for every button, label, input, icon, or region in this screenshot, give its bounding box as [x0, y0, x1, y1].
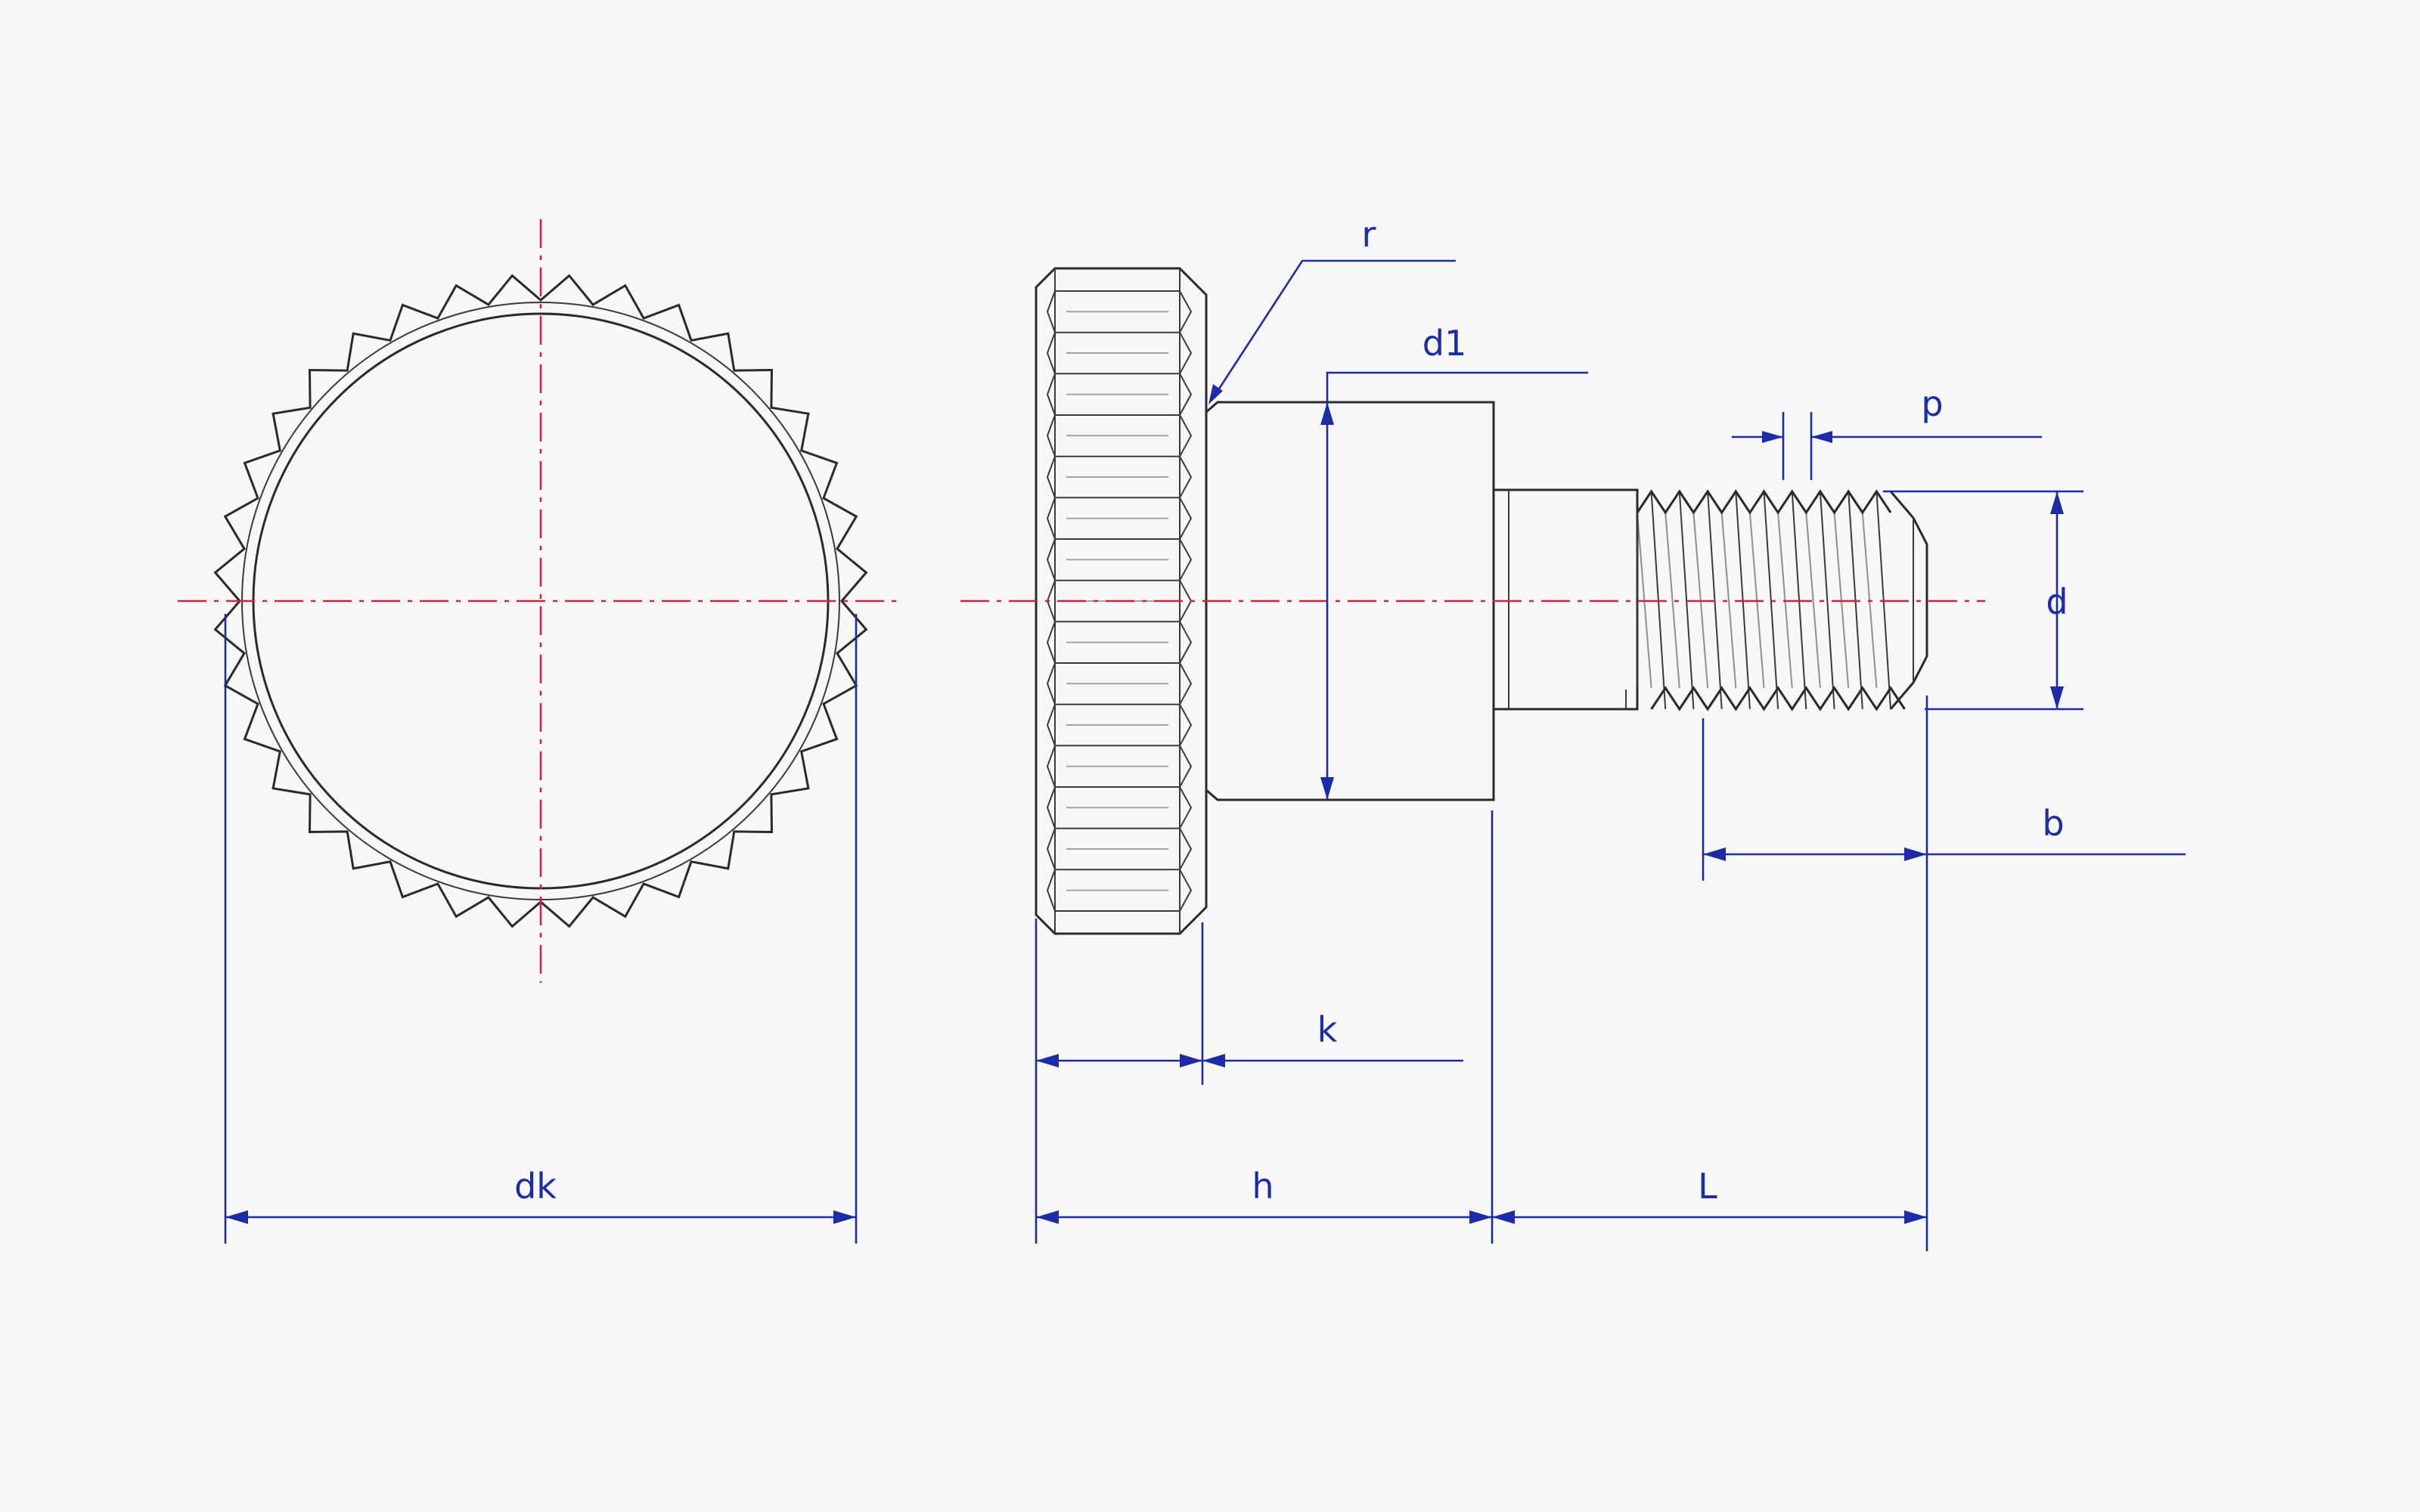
center-lines [178, 219, 1985, 983]
knurl-rib-edge-right [1179, 704, 1193, 746]
label-dk: dk [514, 1166, 557, 1207]
thread [1636, 489, 1928, 711]
thread-end-chamfer [1889, 491, 1928, 710]
knurl-rib-edge-right [1179, 869, 1193, 912]
knurl-rib-edge-left [1046, 373, 1056, 416]
knurl-rib-edge-left [1046, 290, 1056, 333]
knurl-rib-edge-left [1046, 745, 1056, 788]
d-arrow-bottom [2050, 686, 2064, 709]
thread-root-line [1805, 512, 1821, 689]
knurl-rib-edge-right [1179, 662, 1193, 705]
knurl-rib-edge-left [1046, 456, 1056, 498]
h-arrow-left [1036, 1210, 1059, 1224]
label-h: h [1252, 1166, 1274, 1207]
b-arrow-left [1703, 847, 1726, 861]
label-r: r [1362, 214, 1376, 255]
dk-arrow-right [833, 1210, 856, 1224]
knurl-rib-edge-right [1179, 332, 1193, 374]
knurl-rib-edge-right [1179, 456, 1193, 498]
b-arrow-right [1904, 847, 1927, 861]
knurl-rib-edge-right [1179, 290, 1193, 333]
p-arrow-left [1762, 431, 1783, 443]
label-d1: d1 [1423, 323, 1466, 364]
neck-outline [1494, 488, 1639, 711]
d-arrow-top [2050, 491, 2064, 514]
knurl-rib-edge-left [1046, 538, 1056, 581]
thread-top-profile [1636, 489, 1892, 515]
label-d: d [2046, 581, 2068, 622]
knurl-rib-edge-left [1046, 621, 1056, 664]
dk-arrow-left [225, 1210, 248, 1224]
d1-arrow-top [1320, 402, 1334, 425]
thread-root-line [1720, 512, 1737, 689]
knurl-rib-edge-left [1046, 414, 1056, 457]
knurl-rib-edge-right [1179, 414, 1193, 457]
label-p: p [1921, 383, 1943, 424]
thread-crest-line [1819, 491, 1835, 710]
knurl-rib-edge-right [1179, 828, 1193, 870]
L-arrow-left [1492, 1210, 1515, 1224]
label-L: L [1698, 1166, 1717, 1207]
knurl-rib-edge-left [1046, 662, 1056, 705]
k-arrow-right [1180, 1054, 1202, 1067]
collar-outline [1205, 401, 1495, 801]
label-b: b [2042, 803, 2064, 844]
side-view [1035, 267, 1928, 935]
knurl-rib-edge-left [1046, 828, 1056, 870]
p-arrow-right [1811, 431, 1832, 443]
h-arrow-right [1469, 1210, 1492, 1224]
thread-bottom-profile [1650, 686, 1906, 711]
knurl-rib-edge-right [1179, 538, 1193, 581]
knurl-rib-edge-left [1046, 704, 1056, 746]
d1-extension [1326, 371, 1588, 800]
knurl-rib-edge-right [1179, 621, 1193, 664]
knurl-rib-edge-left [1046, 497, 1056, 540]
knurl-rib-edge-left [1046, 786, 1056, 829]
thread-root-line [1665, 512, 1680, 689]
dimensions: r d1 p d b k [224, 214, 2186, 1251]
k-arrow-left [1036, 1054, 1059, 1067]
r-leader-arrow [1208, 384, 1223, 404]
d1-arrow-bottom [1320, 777, 1334, 800]
knurl-rib-edge-right [1179, 745, 1193, 788]
thread-crest-line [1763, 491, 1779, 710]
L-arrow-right [1904, 1210, 1927, 1224]
knurl-rib-edge-left [1046, 332, 1056, 374]
knurl-rib-edge-right [1179, 786, 1193, 829]
k-arrow-right-outer [1202, 1054, 1225, 1067]
knurl-rib-edge-right [1179, 373, 1193, 416]
label-k: k [1317, 1009, 1338, 1050]
r-leader [1212, 259, 1456, 398]
knurl-rib-edge-left [1046, 869, 1056, 912]
knurl-rib-edge-right [1179, 497, 1193, 540]
